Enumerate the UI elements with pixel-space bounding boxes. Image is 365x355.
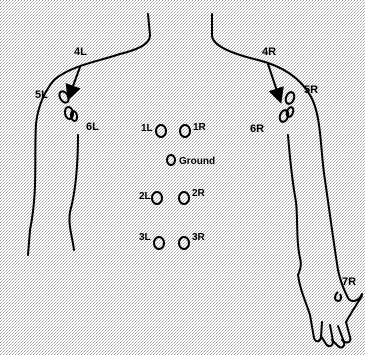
label-1r: 1R [193, 122, 207, 133]
electrode-5r [284, 91, 296, 105]
label-6l: 6L [86, 121, 99, 133]
label-2l: 2L [139, 191, 151, 202]
electrode-2l [152, 192, 162, 204]
label-5l: 5L [35, 89, 48, 101]
electrode-2r [179, 192, 189, 204]
neck-left-line [120, 14, 150, 54]
label-3r: 3R [192, 232, 206, 243]
electrode-1r [180, 125, 190, 137]
label-6r: 6R [250, 123, 264, 135]
label-1l: 1L [141, 123, 153, 134]
arrow-4l [69, 67, 80, 97]
electrode-7r [335, 292, 341, 301]
electrode-1l [156, 125, 166, 137]
label-3l: 3L [139, 232, 151, 243]
label-7r: 7R [342, 276, 356, 288]
body-outline [28, 14, 362, 347]
label-4r: 4R [262, 46, 276, 58]
arrow-4r [268, 64, 280, 100]
electrode-6l-b [70, 111, 78, 122]
electrode-6l-a [64, 106, 74, 119]
right-torso-line [288, 135, 300, 258]
right-forearm-line [298, 258, 301, 275]
neck-right-line [212, 14, 258, 60]
label-ground: Ground [179, 156, 215, 167]
label-4l: 4L [74, 46, 87, 58]
electrode-6r-b [285, 106, 294, 117]
electrode-3l [154, 237, 164, 249]
label-5r: 5R [304, 84, 318, 96]
label-2r: 2R [192, 188, 206, 199]
electrode-5l [58, 90, 71, 104]
left-torso-line [69, 135, 78, 250]
electrode-3r [179, 237, 189, 249]
electrode-ground [167, 155, 175, 165]
